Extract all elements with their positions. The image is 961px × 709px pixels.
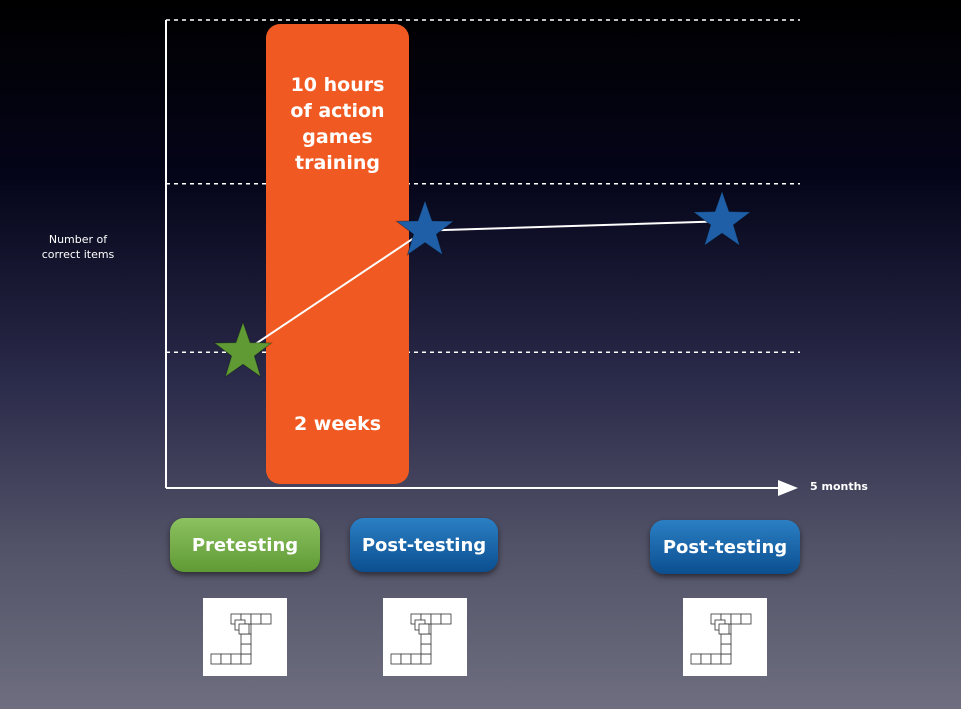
post-testing-label: Post-testing — [350, 518, 498, 572]
y-axis-label: Number of correct items — [41, 233, 115, 261]
cube-figure-image — [383, 598, 467, 676]
cube-figure-image — [203, 598, 287, 676]
training-duration: 2 weeks — [293, 413, 382, 435]
star-data-point — [692, 189, 752, 247]
series-line — [242, 220, 723, 354]
training-text: 10 hours of action games training — [290, 74, 385, 174]
star-data-point — [395, 199, 455, 257]
star-data-point — [213, 320, 273, 378]
cube-drawing — [390, 613, 452, 665]
cube-figure-image — [683, 598, 767, 676]
training-period-bar: 10 hours of action games training 2 week… — [266, 24, 409, 484]
pretesting-label: Pretesting — [170, 518, 320, 572]
post-testing-followup-label: Post-testing — [650, 520, 800, 574]
cube-drawing — [690, 613, 752, 665]
x-axis-arrow-icon — [778, 480, 798, 496]
x-axis-label: 5 months — [810, 480, 868, 493]
cube-drawing — [210, 613, 272, 665]
